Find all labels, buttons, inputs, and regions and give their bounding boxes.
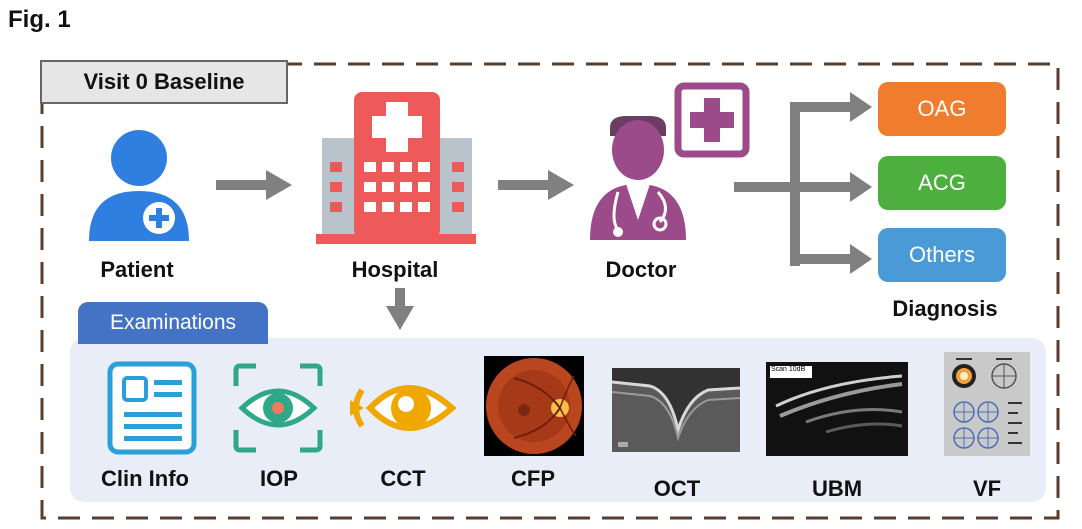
arrow-hospital-doctor: [498, 170, 574, 200]
diagnosis-acg-box: ACG: [878, 156, 1006, 210]
iop-eye-icon: [233, 363, 323, 453]
exam-label-ubm: UBM: [811, 476, 863, 501]
exam-label-oct: OCT: [653, 476, 701, 501]
diagnosis-title: Diagnosis: [892, 296, 998, 321]
arrow-doctor-diagnosis: [734, 92, 872, 274]
diagnosis-others-box: Others: [878, 228, 1006, 282]
visit-label-box: Visit 0 Baseline: [40, 60, 288, 104]
hospital-icon: [316, 92, 476, 244]
patient-label: Patient: [100, 257, 174, 282]
exam-label-vf: VF: [972, 476, 1002, 501]
patient-icon: [89, 130, 189, 241]
exam-label-clin-info: Clin Info: [101, 466, 189, 491]
cfp-fundus-image: [484, 356, 584, 456]
arrow-hospital-down: [386, 288, 414, 330]
cct-eye-icon: [350, 385, 457, 431]
exam-label-cct: CCT: [380, 466, 426, 491]
hospital-label: Hospital: [351, 257, 439, 282]
ubm-scan-image: [766, 362, 908, 456]
examinations-tag: Examinations: [78, 302, 268, 344]
dashed-frame: [40, 62, 1060, 520]
exam-label-cfp: CFP: [511, 466, 555, 491]
exam-label-iop: IOP: [260, 466, 298, 491]
ubm-caption: Scan 10dB: [771, 366, 806, 373]
diagnosis-oag-box: OAG: [878, 82, 1006, 136]
oct-scan-image: [612, 368, 740, 452]
clinical-info-icon: [107, 361, 197, 455]
arrow-patient-hospital: [216, 170, 292, 200]
doctor-icon: [590, 82, 750, 240]
doctor-label: Doctor: [605, 257, 677, 282]
figure-label: Fig. 1: [8, 6, 71, 33]
vf-field-image: [944, 352, 1030, 456]
